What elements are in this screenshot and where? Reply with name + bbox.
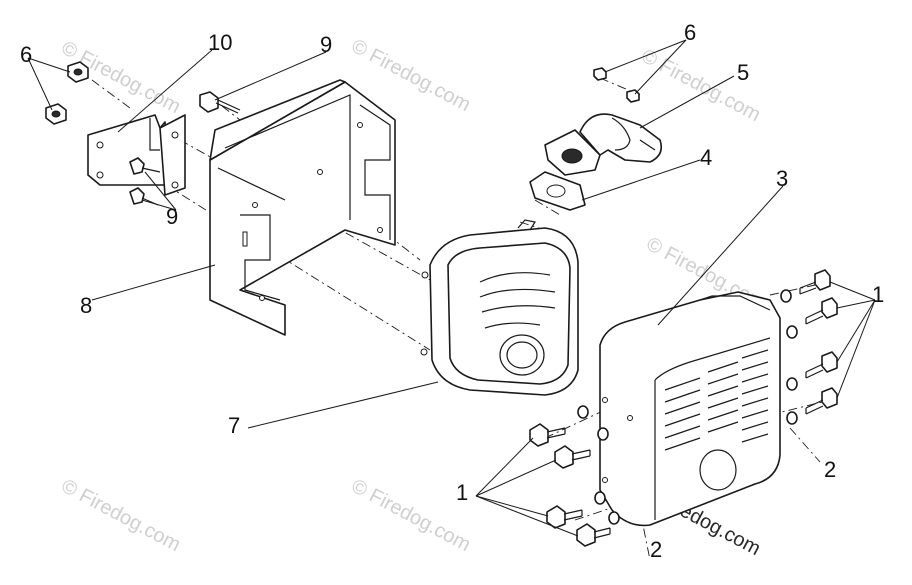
callout-7: 7 xyxy=(228,413,240,438)
callout-1-left: 1 xyxy=(456,480,468,505)
washer-r3 xyxy=(786,377,798,391)
muffler-bracket-part-8 xyxy=(209,79,396,336)
callout-labels: 1 1 2 2 3 4 5 6 6 7 8 9 9 10 xyxy=(20,20,884,562)
washers-part-2 xyxy=(577,289,798,525)
screw-r2 xyxy=(805,297,838,325)
washer-l1 xyxy=(577,405,589,419)
callout-6-left: 6 xyxy=(20,42,32,67)
callout-9-left: 9 xyxy=(166,204,178,229)
washer-r1 xyxy=(780,289,792,303)
nut-top-right-1 xyxy=(593,67,607,81)
screw-l2 xyxy=(554,445,591,469)
callout-10: 10 xyxy=(208,30,232,55)
mounting-bracket-part-10 xyxy=(87,114,186,196)
callout-1-right: 1 xyxy=(872,282,884,307)
callout-8: 8 xyxy=(80,293,92,318)
watermark-3: © Firedog.com xyxy=(638,45,764,126)
callout-2-right: 2 xyxy=(824,457,836,482)
gasket-part-4 xyxy=(529,171,586,211)
exhaust-pipe-part-5 xyxy=(544,113,663,176)
callout-6-top: 6 xyxy=(684,20,696,45)
bolt-top xyxy=(199,91,219,113)
screw-l4 xyxy=(576,523,611,547)
leader-lines xyxy=(27,39,876,537)
screw-r3 xyxy=(805,351,838,379)
bolts-part-9 xyxy=(129,91,241,206)
screw-r1 xyxy=(799,269,831,295)
heat-shield-louvers xyxy=(664,349,769,451)
callout-9-top: 9 xyxy=(320,32,332,57)
muffler-part-7 xyxy=(420,219,579,396)
assembly-axes xyxy=(91,77,831,561)
washer-r2 xyxy=(786,325,798,339)
screw-l3 xyxy=(546,505,583,529)
callout-2-bottom: 2 xyxy=(650,537,662,562)
screws-part-1 xyxy=(529,269,838,547)
screw-r4 xyxy=(805,387,838,415)
heat-shield-part-3 xyxy=(599,291,781,527)
bolt-low xyxy=(129,187,145,205)
washer-r4 xyxy=(786,411,798,425)
washer-l4 xyxy=(608,511,620,525)
callout-3: 3 xyxy=(776,166,788,191)
screw-l1 xyxy=(529,423,566,447)
washer-l2 xyxy=(597,427,609,441)
callout-5: 5 xyxy=(737,60,749,85)
callout-4: 4 xyxy=(700,145,712,170)
washer-l3 xyxy=(594,491,606,505)
watermark-5: © Firedog.com xyxy=(58,475,184,556)
